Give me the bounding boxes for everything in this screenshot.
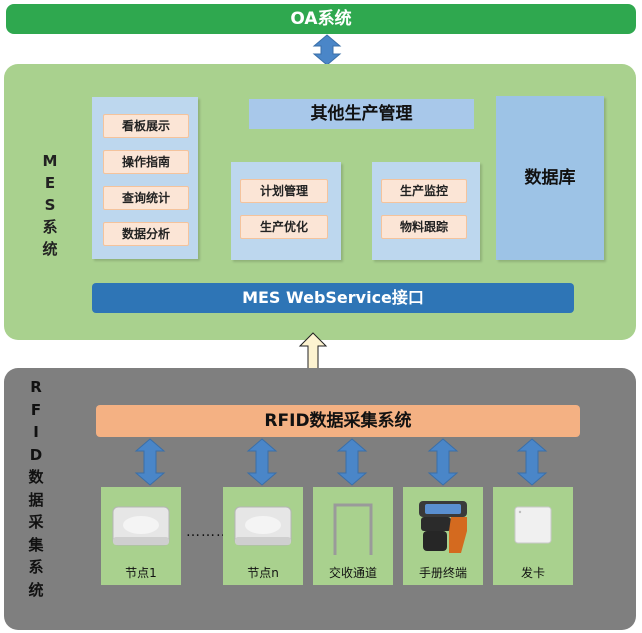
device-arrow-1 <box>134 438 166 486</box>
module-kanban: 看板展示 <box>103 114 189 138</box>
oa-mes-arrow <box>312 34 342 66</box>
rfid-reader-icon <box>112 506 170 546</box>
module-optimize: 生产优化 <box>240 215 328 239</box>
device-node-1: 节点1 <box>101 487 181 585</box>
mes-system-label: M E S 系 统 <box>38 150 62 260</box>
monitoring-panel <box>372 162 480 260</box>
device-label: 手册终端 <box>418 566 467 580</box>
mes-label-char: S <box>44 196 56 214</box>
rfid-system-label: R F I D 数 据 采 集 系 统 <box>24 376 48 601</box>
oa-system-bar: OA系统 <box>6 4 636 34</box>
module-plan: 计划管理 <box>240 179 328 203</box>
device-label: 节点n <box>247 566 279 580</box>
database-box: 数据库 <box>496 96 604 260</box>
module-query: 查询统计 <box>103 186 189 210</box>
rfid-label-char: 系 <box>28 558 44 576</box>
device-arrow-n <box>246 438 278 486</box>
module-guide: 操作指南 <box>103 150 189 174</box>
device-label: 节点1 <box>125 566 157 580</box>
other-production-mgmt-title: 其他生产管理 <box>249 99 474 129</box>
device-arrow-handheld <box>427 438 459 486</box>
rfid-label-char: 集 <box>28 535 44 554</box>
device-label: 交收通道 <box>328 566 377 580</box>
card-issuer-icon <box>514 506 552 544</box>
rfid-label-char: I <box>33 423 39 441</box>
mes-label-char: E <box>44 174 56 192</box>
device-arrow-card <box>516 438 548 486</box>
handheld-terminal-icon <box>419 501 467 553</box>
planning-panel <box>231 162 341 260</box>
module-analysis: 数据分析 <box>103 222 189 246</box>
ellipsis: ……… <box>186 524 231 540</box>
module-monitor: 生产监控 <box>381 179 467 203</box>
device-arrow-channel <box>336 438 368 486</box>
rfid-label-char: R <box>30 378 42 396</box>
device-label: 发卡 <box>520 566 545 580</box>
mes-label-char: 统 <box>42 240 58 258</box>
rfid-reader-icon <box>234 506 292 546</box>
mes-webservice-bar: MES WebService接口 <box>92 283 574 313</box>
module-material: 物料跟踪 <box>381 215 467 239</box>
device-card-issuer: 发卡 <box>493 487 573 585</box>
rfid-label-char: 数 <box>28 468 44 486</box>
rfid-label-char: F <box>30 400 42 419</box>
device-handheld: 手册终端 <box>403 487 483 585</box>
device-node-n: 节点n <box>223 487 303 585</box>
rfid-label-char: 采 <box>28 513 44 531</box>
gate-channel-icon <box>333 503 373 555</box>
rfid-collection-bar: RFID数据采集系统 <box>96 405 580 437</box>
mes-label-char: M <box>42 152 58 170</box>
rfid-label-char: 统 <box>28 580 44 599</box>
device-channel: 交收通道 <box>313 487 393 585</box>
rfid-label-char: D <box>29 445 43 464</box>
rfid-label-char: 据 <box>28 490 44 509</box>
mes-label-char: 系 <box>42 218 58 236</box>
